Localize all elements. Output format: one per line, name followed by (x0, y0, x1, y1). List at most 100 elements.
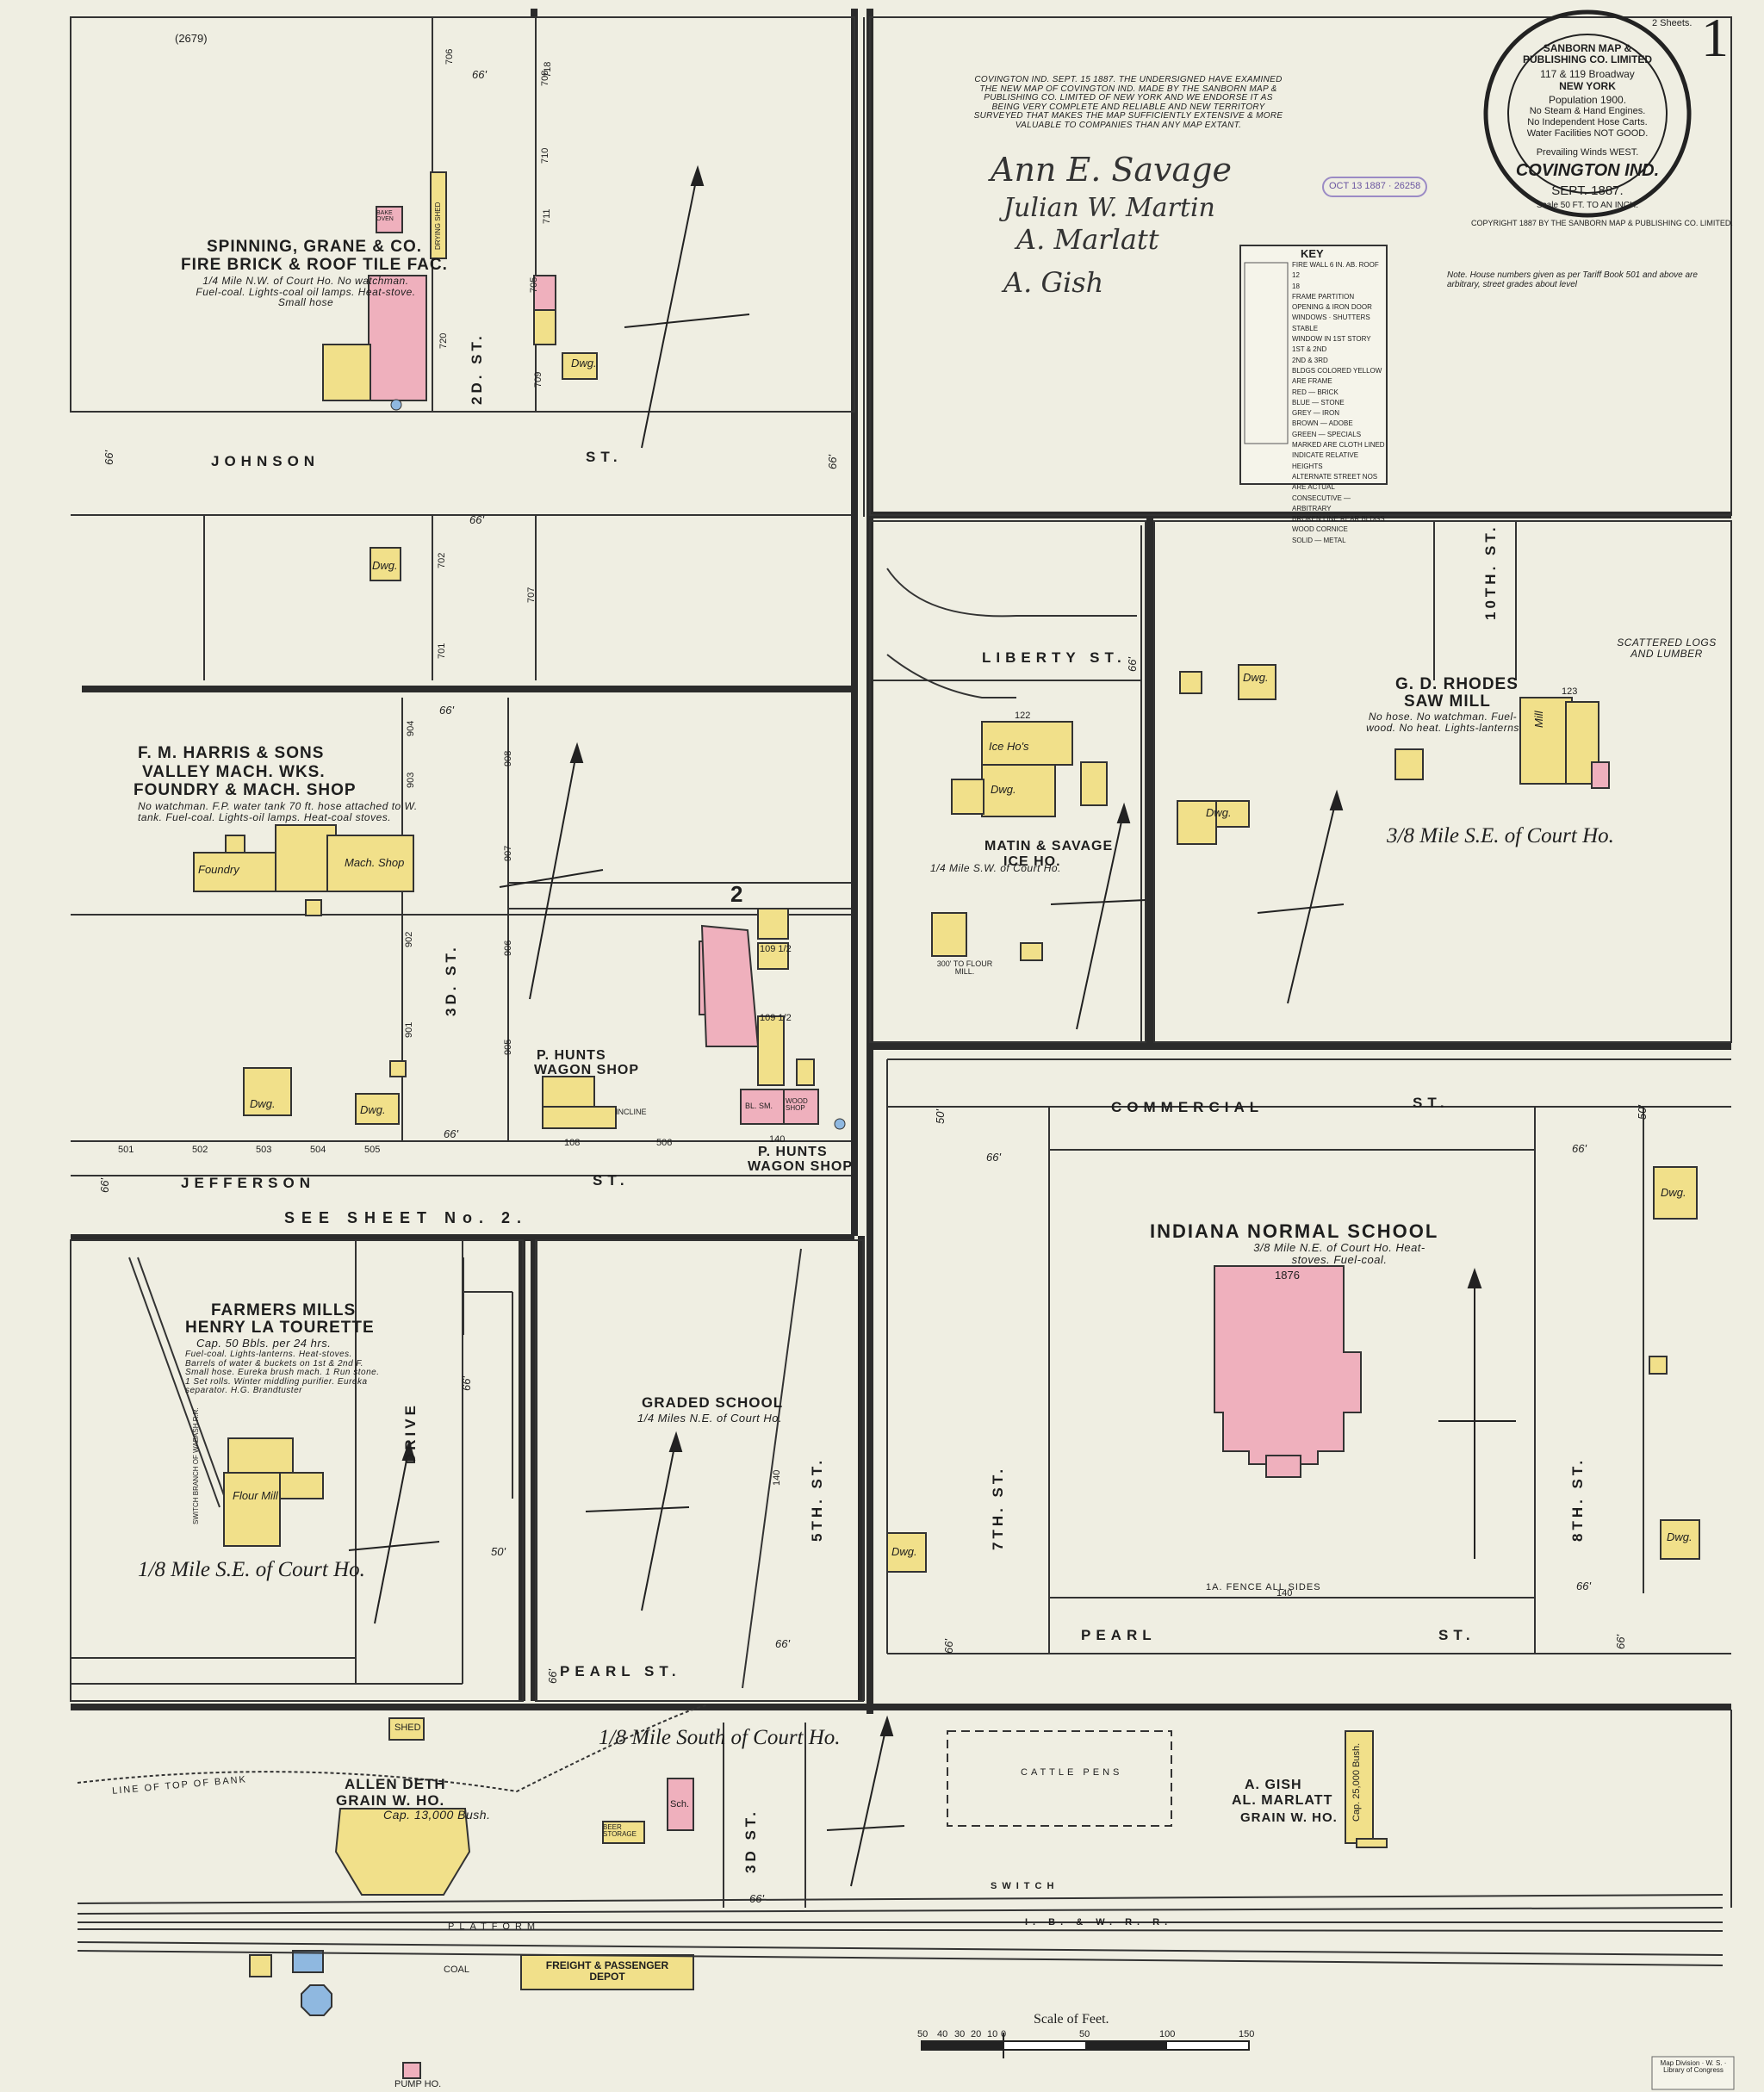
seal-scale: Scale 50 FT. TO AN INCH. (1536, 201, 1638, 210)
scale-tick: 0 (1001, 2029, 1007, 2039)
seal-hose: No Independent Hose Carts. (1527, 117, 1648, 127)
graded-title: GRADED SCHOOL (642, 1394, 784, 1411)
street-pearl-left: PEARL ST. (560, 1663, 681, 1679)
farmers-distance: 1/8 Mile S.E. of Court Ho. (138, 1558, 365, 1581)
street-tenth: 10TH. ST. (1482, 524, 1499, 620)
north-arrows (374, 165, 1482, 1887)
house-number: 109 1/2 (760, 944, 792, 954)
house-number: 503 (256, 1145, 272, 1155)
street-johnson: JOHNSON (211, 453, 320, 469)
mill-label: Mill (1532, 711, 1545, 729)
spinning-title: SPINNING, GRANE & CO. (207, 238, 423, 256)
gish-sub2: GRAIN W. HO. (1240, 1810, 1338, 1825)
scale-tick: 50 (1079, 2029, 1090, 2039)
key-title: KEY (1301, 247, 1324, 260)
scattered-logs: SCATTERED LOGS AND LUMBER (1617, 636, 1717, 660)
dimension: 66' (102, 450, 115, 465)
block-outlines (70, 16, 1732, 1702)
dwg-label: Dwg. (991, 783, 1016, 796)
harris-note: No watchman. F.P. water tank 70 ft. hose… (138, 800, 418, 823)
scale-tick: 30 (954, 2029, 966, 2039)
house-number: 710 (540, 147, 550, 164)
house-number: 705 (529, 276, 539, 293)
farmers-cap: Cap. 50 Bbls. per 24 hrs. (196, 1337, 332, 1350)
house-number: 905 (503, 1039, 513, 1055)
sch-label: Sch. (670, 1799, 690, 1810)
house-number: 904 (406, 720, 416, 736)
hunts-title-2: P. HUNTS (758, 1145, 828, 1159)
house-number: 505 (364, 1145, 381, 1155)
seal-population: Population 1900. (1548, 94, 1627, 106)
dimension: 66' (546, 1669, 559, 1684)
street-jefferson-st: ST. (593, 1172, 630, 1189)
matin-sub: ICE HO. (1003, 854, 1061, 869)
street-johnson-st: ST. (586, 449, 623, 465)
dwg-label: Dwg. (1206, 806, 1232, 819)
dwg-label: Dwg. (360, 1103, 386, 1116)
seal-address: 117 & 119 Broadway (1540, 68, 1635, 80)
normal-school-building (1214, 1166, 1700, 1560)
house-number: 140 (769, 1134, 786, 1145)
rhodes-sawmill-buildings (1177, 664, 1610, 845)
house-number: 109 1/2 (760, 1013, 792, 1023)
south-distance: 1/8 Mile South of Court Ho. (599, 1726, 841, 1749)
sanborn-seal (1483, 9, 1692, 218)
house-number: 701 (437, 642, 447, 659)
dimension: 66' (439, 704, 454, 717)
house-number: 908 (503, 750, 513, 767)
ice-hos-label: Ice Ho's (989, 740, 1029, 753)
harris-title: F. M. HARRIS & SONS (138, 744, 325, 762)
graded-school-building (699, 924, 927, 1573)
dimension: 66' (826, 455, 839, 469)
legend-key-box (1239, 245, 1388, 485)
drive-label: DRIVE (402, 1402, 419, 1464)
dwg-label: Dwg. (571, 357, 597, 369)
dimension: 66' (1126, 657, 1139, 672)
foundry-label: Foundry (198, 863, 239, 876)
graded-note: 1/4 Miles N.E. of Court Ho. (637, 1412, 783, 1425)
normal-title: INDIANA NORMAL SCHOOL (1150, 1220, 1439, 1242)
mach-shop-label: Mach. Shop (345, 856, 405, 869)
normal-year: 1876 (1275, 1269, 1300, 1282)
sheet-count: 2 Sheets. (1652, 18, 1693, 28)
sheet-number: 1 (1701, 7, 1729, 68)
scale-tick: 20 (971, 2029, 982, 2039)
cattle-pens: CATTLE PENS (1021, 1767, 1123, 1778)
signature-marlatt: A. Marlatt (1016, 223, 1159, 256)
rhodes-distance: 3/8 Mile S.E. of Court Ho. (1387, 824, 1614, 847)
deth-title: ALLEN DETH (345, 1776, 446, 1792)
railroad-label: I. B. & W. R. R. (1025, 1917, 1173, 1927)
library-stamp: Map Division · W. S. · Library of Congre… (1660, 2059, 1727, 2075)
house-number: 720 (438, 332, 449, 349)
street-second: 2D. ST. (469, 332, 485, 405)
drying-shed-label: DRYING SHED (434, 202, 442, 250)
farmers-title: FARMERS MILLS (211, 1301, 357, 1319)
hunts-sub-2: WAGON SHOP (748, 1159, 854, 1174)
house-number: 502 (192, 1145, 208, 1155)
shed-label: SHED (394, 1723, 421, 1733)
house-number: 903 (406, 772, 416, 788)
hunts-title-1: P. HUNTS (537, 1048, 606, 1063)
hunts-sub-1: WAGON SHOP (534, 1063, 640, 1077)
seal-company: SANBORN MAP & PUBLISHING CO. LIMITED (1523, 42, 1652, 65)
dimension: 50' (1636, 1105, 1649, 1120)
depot-label: FREIGHT & PASSENGER DEPOT (545, 1959, 669, 1983)
dimension: 66' (460, 1376, 473, 1391)
house-number: 122 (1015, 711, 1031, 721)
street-liberty: LIBERTY ST. (982, 649, 1127, 666)
house-number: 901 (404, 1021, 414, 1038)
normal-note: 3/8 Mile N.E. of Court Ho. Heat-stoves. … (1253, 1241, 1425, 1266)
seal-date: SEPT. 1887. (1551, 183, 1624, 198)
street-commercial-st: ST. (1413, 1095, 1450, 1111)
house-number: 140 (772, 1469, 782, 1486)
ice-house-buildings (931, 721, 1108, 961)
dimension: 66' (749, 1892, 764, 1905)
platform-label: PLATFORM (448, 1921, 541, 1932)
farmers-sub: HENRY LA TOURETTE (185, 1319, 375, 1337)
spinning-grane-buildings (322, 171, 598, 411)
see-sheet-2: SEE SHEET No. 2. (284, 1209, 529, 1226)
house-number: 702 (437, 552, 447, 568)
rhodes-note: No hose. No watchman. Fuel-wood. No heat… (1366, 711, 1519, 734)
pump-label: PUMP HO. (394, 2079, 442, 2089)
sheet-2-marker: 2 (730, 881, 743, 907)
